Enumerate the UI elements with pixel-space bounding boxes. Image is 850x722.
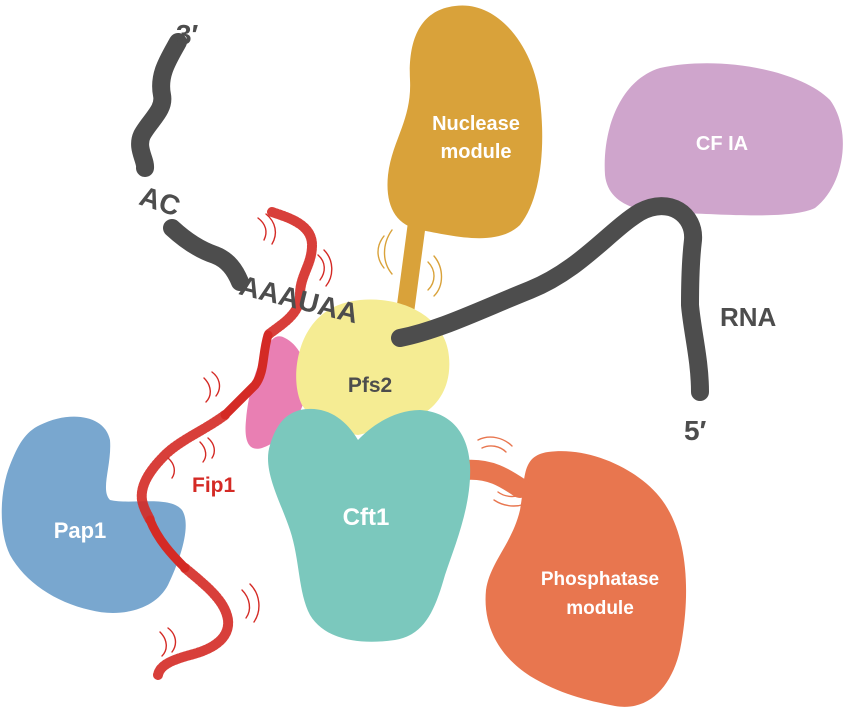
pfs2-label: Pfs2 [348, 374, 392, 397]
fip1-middle-squiggle [136, 410, 230, 525]
cft1-label: Cft1 [343, 504, 390, 531]
rna-label: RNA [720, 302, 777, 332]
pap1-shape [1, 416, 186, 613]
phosphatase-module-shape [485, 451, 687, 707]
cfia-label: CF IA [696, 133, 748, 155]
phosphatase-module-label-line2: module [566, 598, 634, 619]
phosphatase-linker [455, 459, 530, 498]
fip1-strand [136, 207, 318, 680]
nuclease-module-shape [387, 5, 543, 239]
fip1-upper-squiggle [263, 207, 318, 340]
cfia-shape [604, 63, 843, 216]
flexibility-marks [159, 213, 533, 657]
rna-strand [131, 33, 709, 401]
cft1-shape [268, 408, 471, 642]
rna-5prime-segment [391, 197, 709, 401]
rna-3prime-label: 3′ [176, 19, 199, 50]
phosphatase-module-label-line1: Phosphatase [541, 569, 659, 590]
rna-ac-label: AC [136, 180, 184, 222]
rna-ac-segment [163, 219, 249, 291]
rna-5prime-label: 5′ [684, 415, 707, 446]
pap1-label: Pap1 [54, 518, 107, 543]
fip1-lower-squiggle [153, 563, 234, 680]
nuclease-module-label-line1: Nuclease [432, 113, 520, 135]
fip1-core-segment [220, 330, 273, 420]
fip1-label: Fip1 [192, 474, 235, 497]
nuclease-module-label-line2: module [440, 141, 511, 163]
rna-3prime-segment [131, 33, 187, 177]
